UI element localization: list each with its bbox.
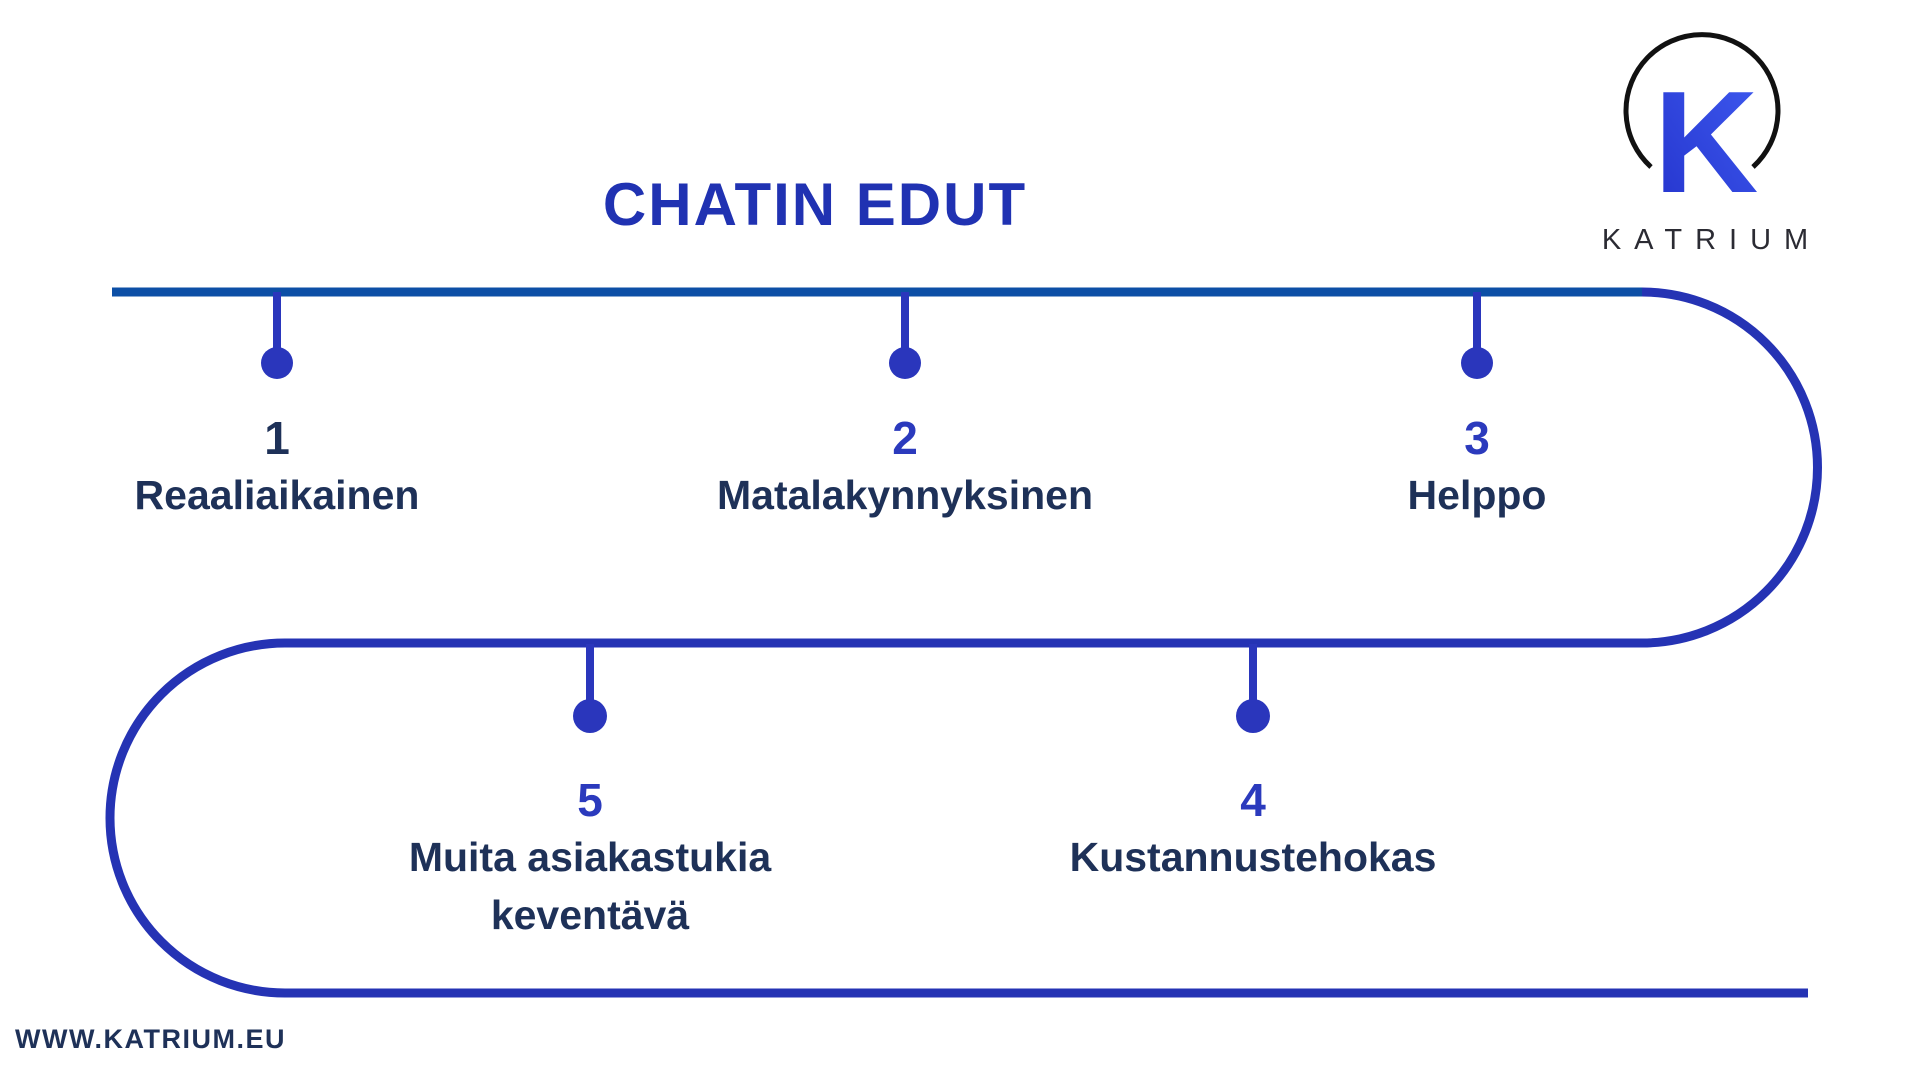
page-title: CHATIN EDUT xyxy=(602,171,1028,239)
logo-brand-text: KATRIUM xyxy=(1601,224,1822,256)
marker-dot-1 xyxy=(261,347,293,379)
item-number: 1 xyxy=(264,412,290,464)
item-label: Reaaliaikainen xyxy=(134,472,420,518)
item-number: 3 xyxy=(1464,412,1490,464)
timeline-item-5: 5 Muita asiakastukia keventävä xyxy=(409,772,771,944)
timeline-item-2: 2 Matalakynnyksinen xyxy=(717,410,1093,524)
timeline-item-3: 3 Helppo xyxy=(1408,410,1547,524)
item-label: Helppo xyxy=(1407,472,1547,518)
item-label-line-2: keventävä xyxy=(490,892,690,938)
item-label: Matalakynnyksinen xyxy=(717,472,1093,518)
item-number: 4 xyxy=(1240,774,1266,826)
logo-mark: K xyxy=(1623,32,1781,223)
brand-logo: K KATRIUM xyxy=(1555,28,1855,256)
logo-circle-arc-icon xyxy=(1623,32,1781,169)
marker-dot-5 xyxy=(573,699,607,733)
item-label-line-1: Muita asiakastukia xyxy=(408,834,772,880)
item-number: 5 xyxy=(577,774,603,826)
logo-k-icon: K xyxy=(1654,61,1759,223)
website-url: WWW.KATRIUM.EU xyxy=(15,1024,286,1054)
track-right-curve xyxy=(1641,287,1822,648)
track-left-curve xyxy=(105,638,286,998)
item-label: Muita asiakastukia keventävä xyxy=(409,828,771,944)
item-number: 2 xyxy=(892,412,918,464)
marker-dot-3 xyxy=(1461,347,1493,379)
item-label: Kustannustehokas xyxy=(1069,834,1437,880)
marker-dot-4 xyxy=(1236,699,1270,733)
timeline-item-1: 1 Reaaliaikainen xyxy=(135,410,420,524)
marker-dot-2 xyxy=(889,347,921,379)
timeline-item-4: 4 Kustannustehokas xyxy=(1070,772,1437,886)
